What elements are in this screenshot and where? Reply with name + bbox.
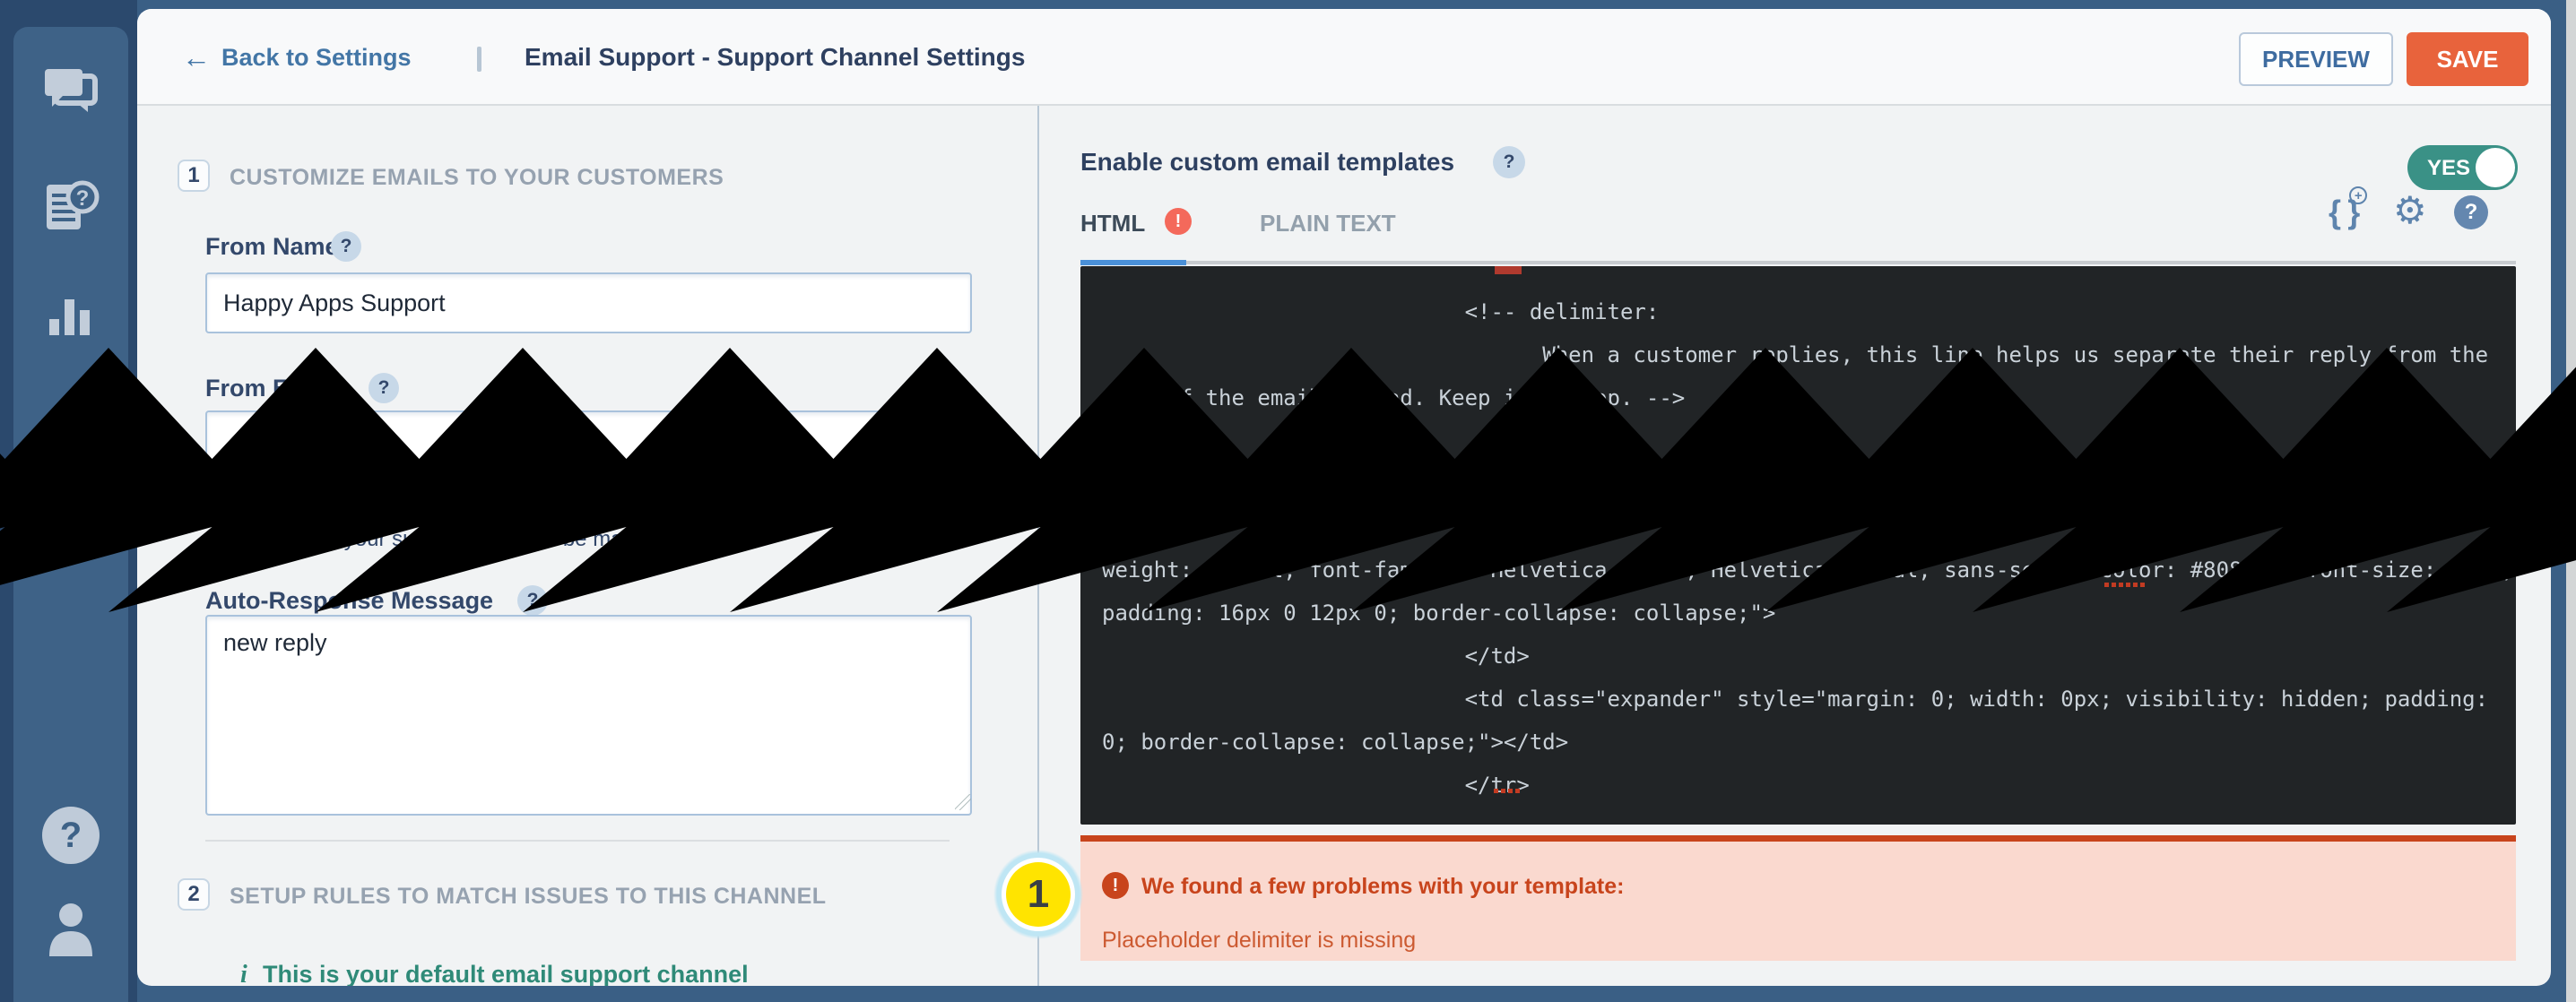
section-divider xyxy=(205,840,950,842)
main-card: ← Back to Settings Email Support - Suppo… xyxy=(137,9,2551,986)
toggle-knob xyxy=(2476,148,2515,187)
html-template-editor[interactable]: <!-- delimiter: When a customer replies,… xyxy=(1080,266,2516,825)
top-bar: ← Back to Settings Email Support - Suppo… xyxy=(137,9,2551,106)
marker-number: 1 xyxy=(1006,862,1071,927)
error-icon: ! xyxy=(1102,872,1129,899)
conversations-icon[interactable] xyxy=(13,67,128,121)
svg-text:?: ? xyxy=(76,186,90,211)
error-title: We found a few problems with your templa… xyxy=(1141,874,1625,899)
from-name-label: From Name xyxy=(205,233,339,260)
editor-code: <!-- delimiter: When a customer replies,… xyxy=(1102,299,2514,798)
error-message: Placeholder delimiter is missing xyxy=(1102,928,1417,953)
section2-title: SETUP RULES TO MATCH ISSUES TO THIS CHAN… xyxy=(230,884,827,909)
tab-plain-text[interactable]: PLAIN TEXT xyxy=(1260,210,1396,237)
page-title: Email Support - Support Channel Settings xyxy=(525,43,1026,71)
default-channel-note: This is your default email support chann… xyxy=(263,961,749,986)
enable-templates-label: Enable custom email templates xyxy=(1080,148,1455,176)
active-tab-underline xyxy=(1080,260,1186,265)
from-email-input[interactable] xyxy=(205,410,972,471)
section1-number: 1 xyxy=(178,160,210,192)
help-icon[interactable]: ? xyxy=(13,807,128,864)
insert-placeholder-icon[interactable]: { } + xyxy=(2329,186,2368,231)
toggle-label: YES xyxy=(2427,156,2471,180)
auto-response-textarea[interactable] xyxy=(205,615,972,816)
back-arrow-icon: ← xyxy=(182,41,211,73)
clipped-error-text xyxy=(1495,266,1522,274)
back-label: Back to Settings xyxy=(221,44,412,71)
textarea-resize-handle[interactable] xyxy=(955,794,971,810)
spellcheck-squiggle xyxy=(2104,583,2145,587)
section1-title: CUSTOMIZE EMAILS TO YOUR CUSTOMERS xyxy=(230,165,724,190)
plus-icon: + xyxy=(2349,186,2368,204)
section2-number: 2 xyxy=(178,878,210,911)
enable-templates-help-badge[interactable]: ? xyxy=(1493,146,1525,178)
window-scrollbar[interactable] xyxy=(2566,0,2576,1002)
knowledge-base-icon[interactable]: ? xyxy=(13,177,128,235)
back-to-settings-link[interactable]: ← Back to Settings xyxy=(182,41,412,74)
from-name-help-badge[interactable]: ? xyxy=(331,231,361,262)
title-divider xyxy=(477,47,481,72)
editor-help-icon[interactable]: ? xyxy=(2454,195,2488,229)
info-icon: i xyxy=(240,961,247,986)
reports-icon[interactable] xyxy=(13,289,128,339)
tab-html-error-badge: ! xyxy=(1165,208,1192,235)
marker-ring: 1 xyxy=(1002,858,1075,931)
annotation-marker-1: 1 xyxy=(993,850,1083,939)
auto-response-label: Auto-Response Message xyxy=(205,587,494,614)
auto-response-help-badge[interactable]: ? xyxy=(517,585,548,616)
sidebar: ? ? xyxy=(13,27,128,1002)
from-email-help-badge[interactable]: ? xyxy=(369,373,399,403)
from-email-label: From Email xyxy=(205,375,338,402)
save-button[interactable]: SAVE xyxy=(2407,32,2528,86)
preview-button[interactable]: PREVIEW xyxy=(2239,32,2393,86)
from-name-input[interactable] xyxy=(205,272,972,333)
spellcheck-squiggle xyxy=(1494,789,1522,793)
enable-templates-toggle[interactable]: YES xyxy=(2407,145,2518,190)
settings-gear-icon[interactable]: ⚙ xyxy=(2393,189,2427,231)
tab-html[interactable]: HTML xyxy=(1080,210,1146,237)
template-error-panel: ! We found a few problems with your temp… xyxy=(1080,835,2516,961)
profile-icon[interactable] xyxy=(13,901,128,962)
tab-underline-track xyxy=(1186,261,2516,264)
from-email-helper-text: Issues sent to your support email will b… xyxy=(205,527,665,551)
